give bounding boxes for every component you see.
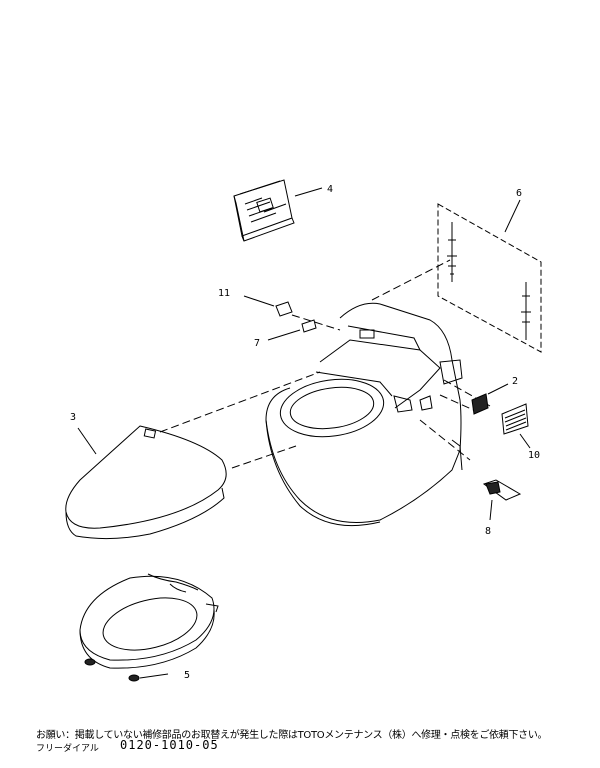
nozzle-part: [301, 319, 317, 333]
remote-control-part: [233, 179, 295, 242]
label-2: 2: [512, 376, 518, 387]
label-4: 4: [327, 184, 333, 195]
leader-line: [294, 187, 323, 197]
deodorizer-part: [482, 479, 522, 501]
label-8: 8: [485, 526, 491, 537]
label-10: 10: [528, 450, 540, 461]
label-11: 11: [218, 288, 230, 299]
phone-number: 0120-1010-05: [120, 738, 219, 752]
toilet-seat-part: [79, 573, 219, 682]
cap-part: [275, 301, 293, 317]
mounting-panel-part: [437, 203, 542, 353]
toilet-lid-part: [65, 425, 227, 540]
grille-part: [501, 403, 529, 435]
label-3: 3: [70, 412, 76, 423]
filter-part: [471, 393, 489, 415]
assembly-guide-lines: [159, 259, 491, 469]
repair-notice: お願い：掲載していない補修部品のお取替えが発生した際はTOTOメンテナンス（株）…: [36, 730, 548, 741]
label-7: 7: [254, 338, 260, 349]
freedial-label: フリーダイアル: [36, 744, 99, 754]
anchor-bolt-part: [447, 222, 531, 340]
toilet-body-part: [265, 302, 463, 527]
label-5: 5: [184, 670, 190, 681]
label-6: 6: [516, 188, 522, 199]
